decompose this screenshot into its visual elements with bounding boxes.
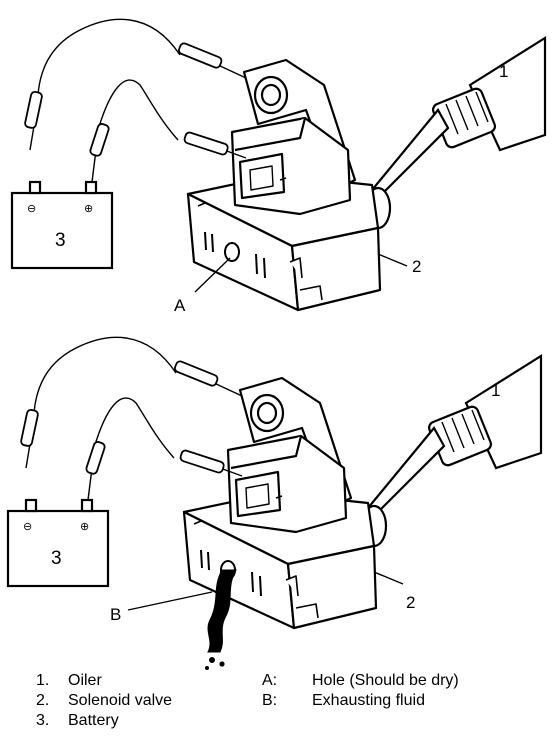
figure-bottom-energized-test: 1 2 B 3 ⊖ ⊕: [6, 336, 543, 670]
legend-number: 2.: [36, 692, 50, 709]
fluid-drops: [205, 657, 225, 670]
legend-item-battery: 3. Battery: [36, 711, 172, 731]
legend-text: Solenoid valve: [68, 692, 173, 709]
callout-hole: A: [174, 296, 186, 315]
legend-item-hole: A: Hole (Should be dry): [262, 671, 459, 691]
callout-oiler: 1: [499, 62, 508, 81]
legend-number: 1.: [36, 672, 50, 689]
callout-fluid: B: [110, 605, 121, 624]
battery-number: 3: [55, 230, 66, 251]
legend-number: 3.: [36, 712, 50, 729]
battery-number: 3: [51, 548, 62, 569]
legend-letter: B:: [262, 692, 278, 709]
callout-solenoid-valve: 2: [412, 257, 421, 276]
legend-item-solenoid-valve: 2. Solenoid valve: [36, 691, 172, 711]
legend-item-oiler: 1. Oiler: [36, 671, 172, 691]
legend-item-exhausting-fluid: B: Exhausting fluid: [262, 691, 459, 711]
legend-text: Oiler: [68, 672, 102, 689]
battery-negative-terminal: ⊖: [27, 203, 36, 215]
legend-letter: A:: [262, 672, 278, 689]
legend-text: Exhausting fluid: [312, 692, 425, 709]
battery-negative-terminal: ⊖: [23, 521, 32, 533]
legend-lettered: A: Hole (Should be dry) B: Exhausting flui…: [262, 671, 459, 711]
battery-positive-terminal: ⊕: [84, 203, 93, 215]
battery-positive-terminal: ⊕: [80, 521, 89, 533]
legend-text: Battery: [68, 712, 119, 729]
legend-numbered: 1. Oiler 2. Solenoid valve 3. Battery: [36, 671, 172, 731]
legend-text: Hole (Should be dry): [312, 672, 459, 689]
callout-solenoid-valve: 2: [406, 593, 415, 612]
callout-oiler: 1: [491, 381, 500, 400]
exhausting-fluid: [207, 569, 237, 653]
figure-top-dry-test: 1 2 A 3 ⊖ ⊕: [10, 18, 547, 315]
